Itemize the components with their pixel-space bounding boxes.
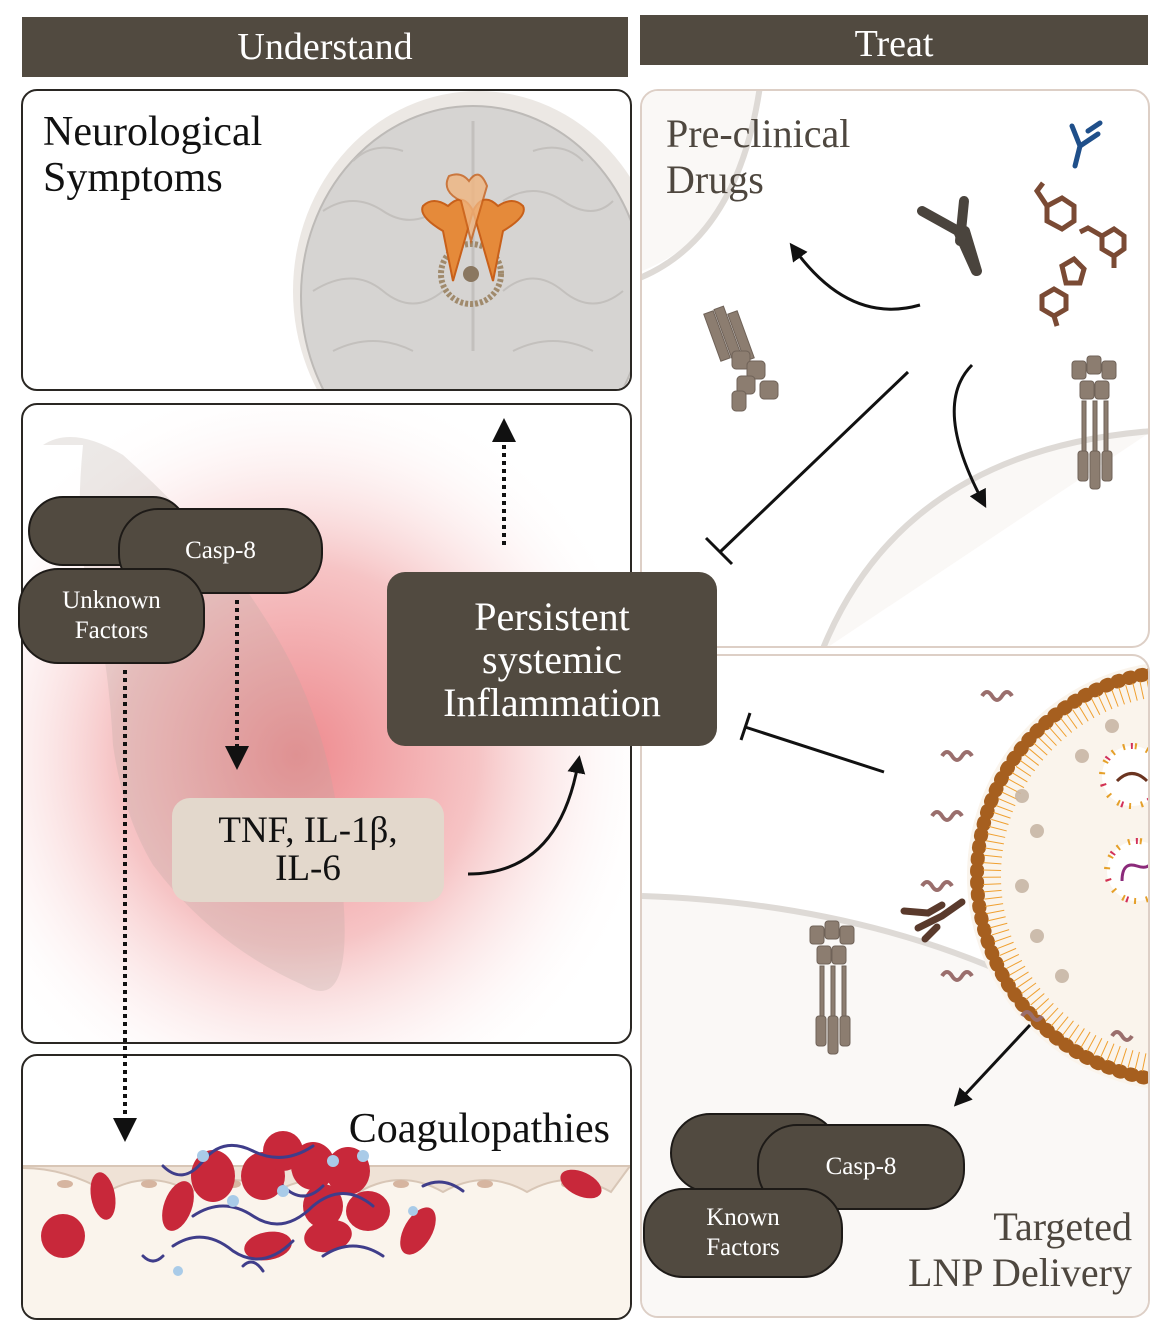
cytokines-line1: TNF, IL-1β, — [218, 810, 398, 851]
neurological-title-line1: Neurological — [43, 109, 263, 155]
preclinical-panel: Pre-clinical Drugs — [640, 89, 1150, 648]
coagulopathies-title: Coagulopathies — [348, 1106, 610, 1152]
antibody-icon — [900, 898, 966, 943]
known-factors-line1: Known — [706, 1204, 780, 1231]
receptor-icon — [703, 305, 1117, 490]
lnp-title: Targeted LNP Delivery — [908, 1204, 1132, 1296]
neurological-title-line2: Symptoms — [43, 155, 223, 201]
persistent-inflammation-box: Persistent systemic Inflammation — [387, 572, 717, 746]
blood-clot-icon — [23, 1131, 630, 1318]
cytokines-line2: IL-6 — [275, 848, 341, 889]
inflammation-line2: systemic — [482, 636, 622, 682]
preclinical-title-line1: Pre-clinical — [666, 111, 851, 156]
casp8-label: Casp-8 — [185, 537, 256, 564]
treat-header-label: Treat — [854, 23, 934, 65]
inflammation-line3: Inflammation — [443, 679, 661, 725]
inflammation-line1: Persistent — [474, 593, 630, 639]
neurological-panel: Neurological Symptoms — [21, 89, 632, 391]
coagulopathies-panel: Coagulopathies — [21, 1054, 632, 1320]
understand-header-label: Understand — [237, 26, 413, 68]
neurological-title: Neurological Symptoms — [43, 109, 262, 201]
unknown-factors-pill: Unknown Factors — [18, 568, 205, 664]
cytokines-box: TNF, IL-1β, IL-6 — [172, 798, 444, 902]
cell-membranes — [642, 91, 1148, 646]
brain-icon — [293, 91, 630, 389]
treat-header: Treat — [640, 15, 1148, 65]
preclinical-title: Pre-clinical Drugs — [666, 111, 850, 203]
receptor-icon — [809, 920, 855, 1055]
lnp-title-line1: Targeted — [993, 1204, 1132, 1249]
known-factors-line2: Factors — [706, 1234, 780, 1261]
small-molecule-icon — [1033, 181, 1127, 327]
known-factors-pill: Known Factors — [643, 1188, 843, 1278]
unknown-factors-line1: Unknown — [62, 587, 161, 614]
preclinical-title-line2: Drugs — [666, 157, 764, 202]
lipid-nanoparticle-icon — [920, 663, 1148, 1089]
antibody-icon — [917, 120, 1103, 276]
casp8-lnp-label: Casp-8 — [825, 1153, 897, 1180]
understand-header: Understand — [22, 17, 628, 77]
lnp-title-line2: LNP Delivery — [907, 1250, 1132, 1295]
unknown-factors-line2: Factors — [74, 617, 149, 644]
